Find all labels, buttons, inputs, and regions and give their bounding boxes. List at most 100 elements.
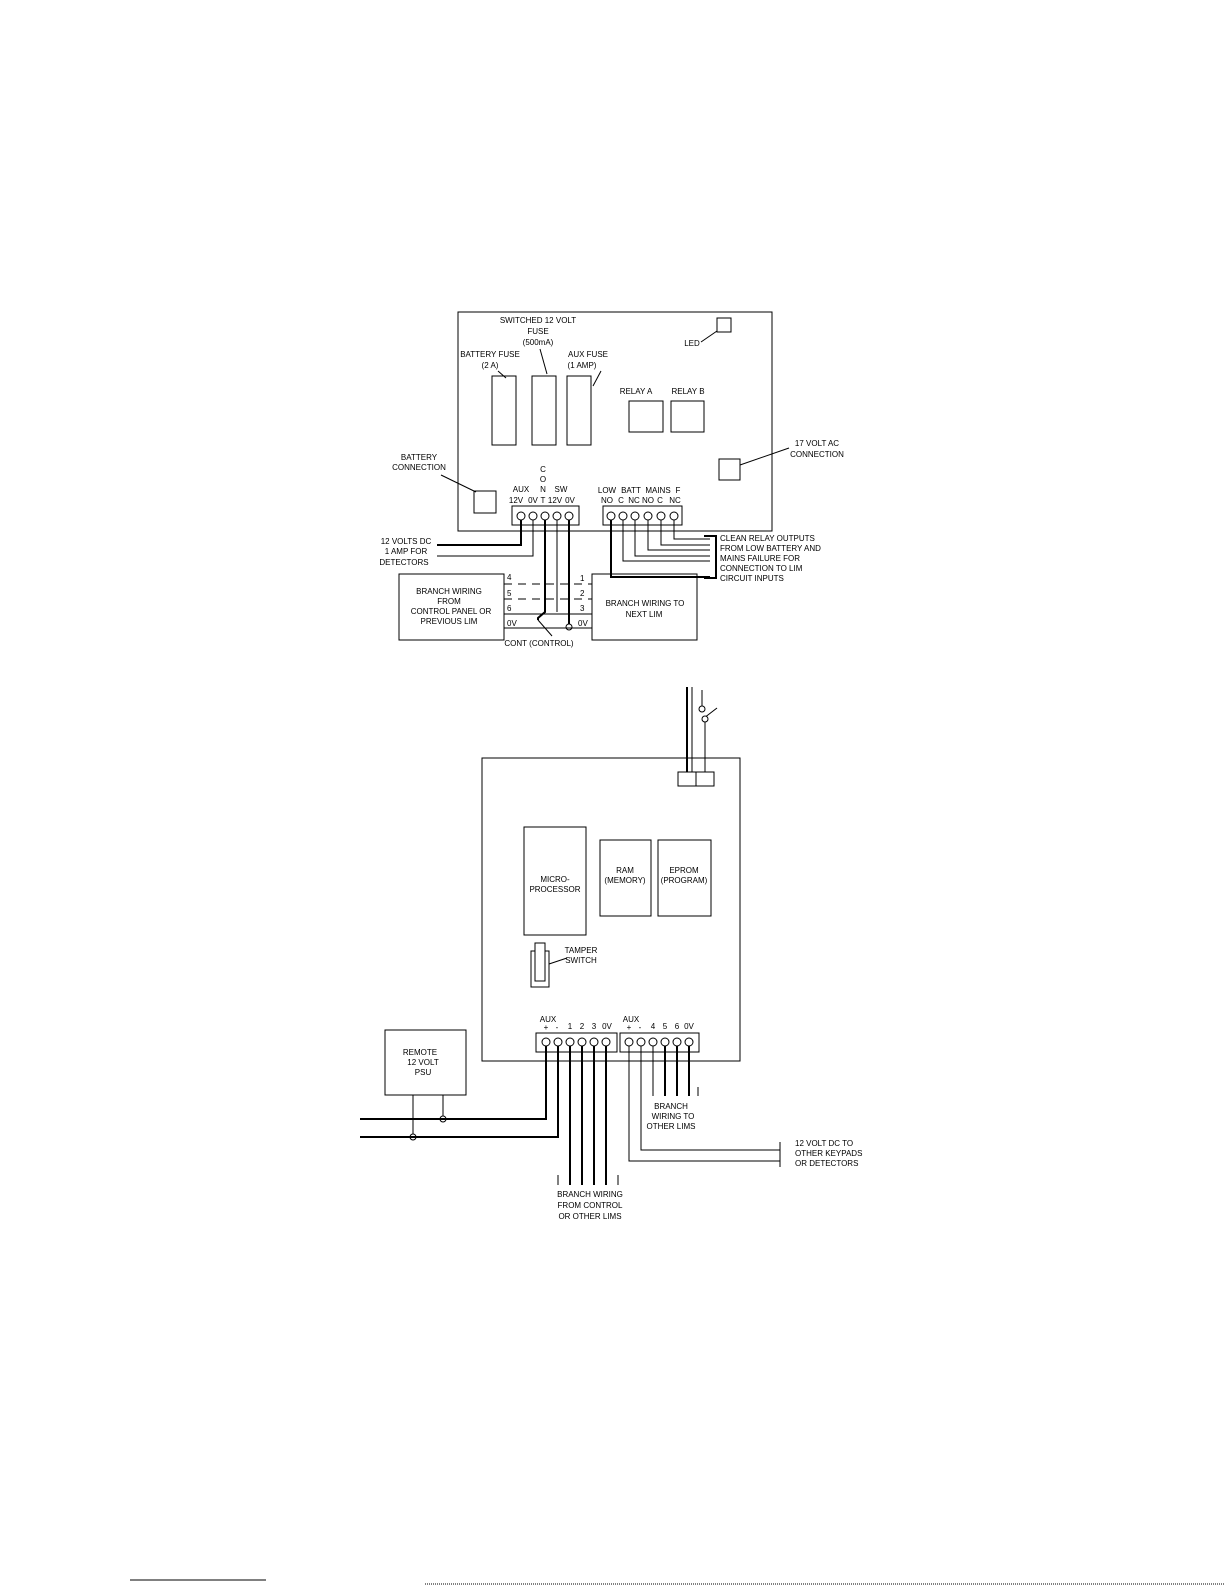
keypad-left-pin-1: 1 xyxy=(568,1022,573,1031)
terminal xyxy=(552,511,562,521)
psu-pin-c-1: C xyxy=(618,496,624,505)
branch-from-pin-0v: 0V xyxy=(507,619,517,628)
terminal xyxy=(684,1037,694,1047)
cont-control-label: CONT (CONTROL) xyxy=(504,639,574,648)
psu-pin-sw-0v: 0V xyxy=(565,496,575,505)
terminal xyxy=(541,1037,551,1047)
branch-from-control-label-3: OR OTHER LIMS xyxy=(558,1212,621,1221)
aux-fuse-label-2: (1 AMP) xyxy=(568,361,597,370)
keypad-left-pin-3: 3 xyxy=(592,1022,597,1031)
relay-a xyxy=(628,400,664,433)
detector-label-3: DETECTORS xyxy=(379,558,428,567)
remote-psu-box xyxy=(384,1029,467,1096)
relay-b-label: RELAY B xyxy=(671,387,704,396)
keypad-left-pin-plus: + xyxy=(544,1023,549,1032)
led-label: LED xyxy=(684,339,700,348)
branch-to-label-2: NEXT LIM xyxy=(626,610,663,619)
terminal xyxy=(565,1037,575,1047)
terminal xyxy=(589,1037,599,1047)
relay-b xyxy=(670,400,705,433)
terminal xyxy=(672,1037,682,1047)
battery-fuse xyxy=(491,375,517,446)
top-terminal xyxy=(695,771,715,787)
dc-out-minus-wire xyxy=(640,1046,780,1151)
psu-pin-nc-2: NC xyxy=(669,496,681,505)
psu-mains-header: MAINS xyxy=(645,486,670,495)
eprom-label-2: (PROGRAM) xyxy=(661,876,708,885)
eprom-chip xyxy=(657,839,712,917)
dc-to-others-label-2: OTHER KEYPADS xyxy=(795,1149,862,1158)
relay-outputs-label-2: FROM LOW BATTERY AND xyxy=(720,544,821,553)
keypad-right-pin-minus: - xyxy=(639,1023,642,1032)
tamper-pointer xyxy=(548,957,568,965)
psu-pin-sw-12v: 12V xyxy=(548,496,563,505)
relay-outputs-label-3: MAINS FAILURE FOR xyxy=(720,554,800,563)
psu-pin-nc-1: NC xyxy=(628,496,640,505)
terminal xyxy=(577,1037,587,1047)
keypad-right-terminals xyxy=(624,1037,694,1047)
microprocessor-label-1: MICRO- xyxy=(540,875,570,884)
terminal xyxy=(624,1037,634,1047)
switch-contact xyxy=(698,705,706,713)
keypad-left-aux-header: AUX xyxy=(540,1015,557,1024)
keypad-right-pin-plus: + xyxy=(627,1023,632,1032)
terminal xyxy=(630,511,640,521)
switched-fuse xyxy=(531,375,557,446)
aux-fuse xyxy=(566,375,592,446)
keypad-right-pin-0v: 0V xyxy=(684,1022,694,1031)
psu-label-1: REMOTE xyxy=(403,1048,437,1057)
switched-fuse-label-3: (500mA) xyxy=(523,338,554,347)
psu-left-terminals xyxy=(516,511,574,521)
tamper-label-1: TAMPER xyxy=(565,946,598,955)
relay-output-wire xyxy=(622,520,710,562)
tamper-plunger xyxy=(534,942,546,982)
microprocessor-label-2: PROCESSOR xyxy=(529,885,580,894)
aux-0v-wire xyxy=(437,520,534,557)
keypad-right-pin-4: 4 xyxy=(651,1022,656,1031)
keypad-left-terminal-block xyxy=(535,1032,618,1053)
aux-12v-wire xyxy=(437,520,522,546)
branch-from-pin-5: 5 xyxy=(507,589,512,598)
switch-contact xyxy=(701,715,709,723)
ac-connection-terminal xyxy=(718,458,741,481)
terminal xyxy=(643,511,653,521)
eprom-label-1: EPROM xyxy=(669,866,699,875)
psu-right-terminals xyxy=(606,511,679,521)
branch-from-box xyxy=(398,573,505,641)
terminal xyxy=(648,1037,658,1047)
aux-fuse-pointer xyxy=(592,370,602,387)
relay-output-wire xyxy=(660,520,710,546)
psu-cont-header-o: O xyxy=(540,475,546,484)
relay-output-wire xyxy=(634,520,710,557)
branch-to-others-label-2: WIRING TO xyxy=(652,1112,695,1121)
battery-connection-pointer xyxy=(440,474,477,493)
ram-label-1: RAM xyxy=(616,866,634,875)
relay-output-wire xyxy=(673,520,710,540)
keypad-right-pin-6: 6 xyxy=(675,1022,680,1031)
branch-to-pin-3: 3 xyxy=(580,604,585,613)
junction xyxy=(565,623,573,631)
psu-label-2: 12 VOLT xyxy=(407,1058,439,1067)
battery-fuse-label-1: BATTERY FUSE xyxy=(460,350,520,359)
detector-label-1: 12 VOLTS DC xyxy=(381,537,432,546)
psu-low-header: LOW xyxy=(598,486,617,495)
psu-pin-aux-0v: 0V xyxy=(528,496,538,505)
tamper-label-2: SWITCH xyxy=(565,956,597,965)
branch-to-label-1: BRANCH WIRING TO xyxy=(606,599,685,608)
psu-cont-header-c: C xyxy=(540,465,546,474)
branch-to-box xyxy=(591,573,698,641)
led xyxy=(716,317,732,333)
branch-from-control-label-1: BRANCH WIRING xyxy=(557,1190,623,1199)
keypad-left-terminals xyxy=(541,1037,611,1047)
terminal xyxy=(618,511,628,521)
branch-to-others-label-1: BRANCH xyxy=(654,1102,688,1111)
ac-connection-pointer xyxy=(739,447,790,466)
terminal xyxy=(516,511,526,521)
relay-output-wire xyxy=(610,520,710,578)
psu-cont-header-n: N xyxy=(540,485,546,494)
switched-fuse-pointer xyxy=(539,348,548,375)
psu-label-3: PSU xyxy=(415,1068,432,1077)
top-terminal xyxy=(677,771,697,787)
branch-from-pin-6: 6 xyxy=(507,604,512,613)
